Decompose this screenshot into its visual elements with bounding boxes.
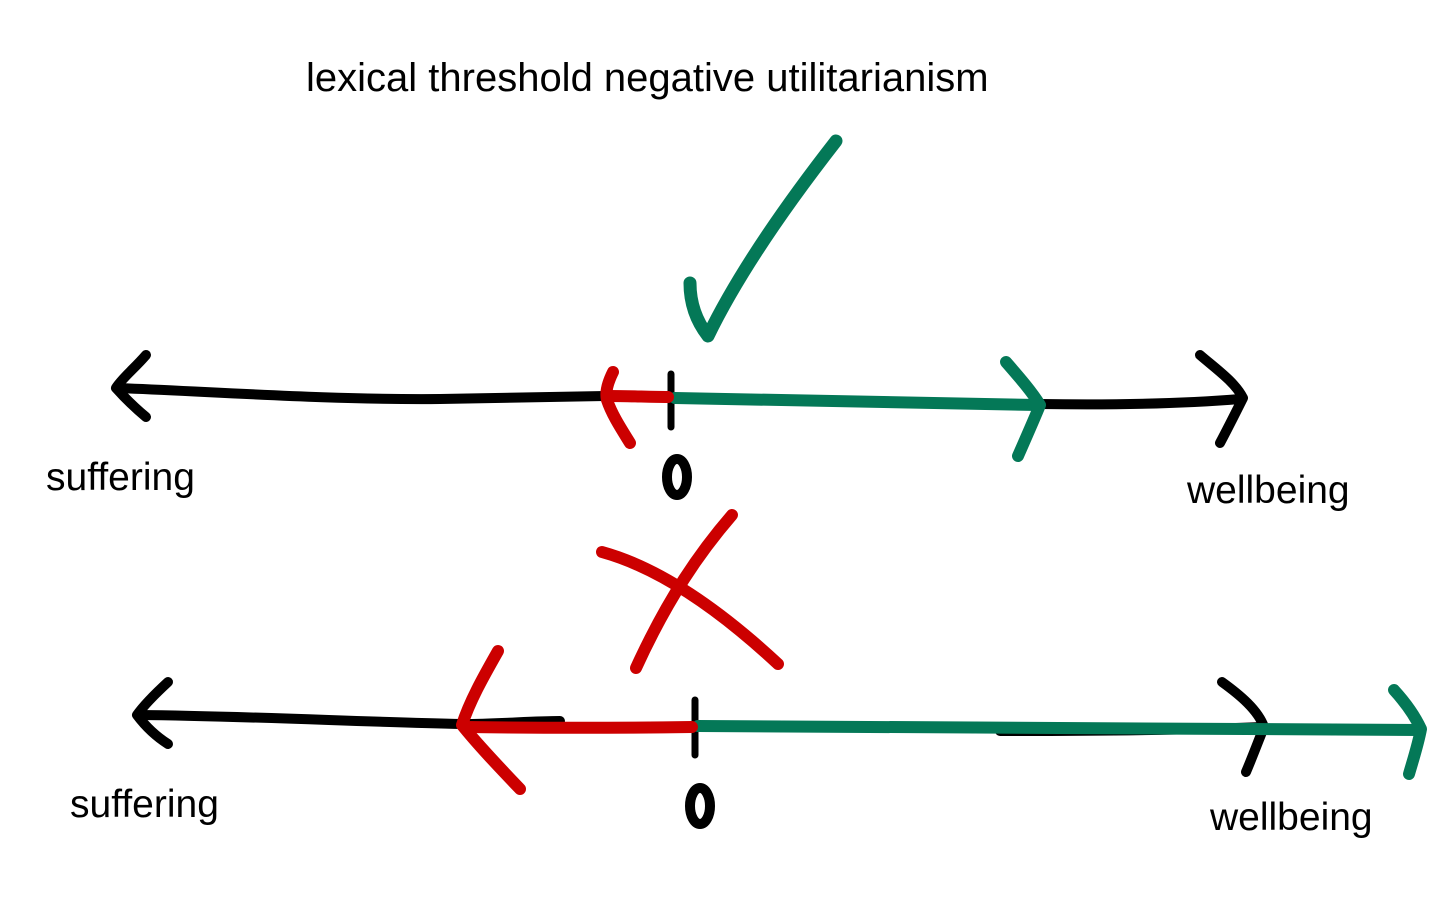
wellbeing-arrowhead-bottom	[1388, 684, 1427, 780]
wellbeing-label-top: wellbeing	[1187, 469, 1350, 512]
zero-digit-bottom	[685, 783, 715, 829]
suffering-arrowhead-bottom	[456, 645, 526, 795]
suffering-label-bottom: suffering	[70, 783, 219, 826]
number-line-bottom	[132, 509, 1427, 829]
wellbeing-arrow-bottom	[692, 720, 1426, 736]
checkmark-icon	[683, 134, 843, 343]
diagram-title: lexical threshold negative utilitarianis…	[306, 56, 989, 100]
wellbeing-label-bottom: wellbeing	[1210, 796, 1373, 839]
suffering-arrow-bottom	[459, 721, 698, 734]
wellbeing-arrow-top	[669, 392, 1044, 411]
left-arrowhead-bottom	[132, 677, 173, 749]
wellbeing-arrowhead-top	[1000, 356, 1046, 462]
left-arrowhead-top	[111, 350, 151, 422]
suffering-label-top: suffering	[46, 456, 195, 499]
suffering-arrow-top	[602, 390, 674, 403]
axis-line-top-right	[1035, 394, 1245, 410]
number-line-top	[111, 134, 1248, 500]
zero-digit-top	[662, 454, 692, 500]
axis-line-top	[113, 383, 610, 405]
cross-icon	[596, 509, 784, 674]
right-arrowhead-top	[1195, 350, 1248, 448]
suffering-arrowhead-top	[600, 366, 636, 449]
